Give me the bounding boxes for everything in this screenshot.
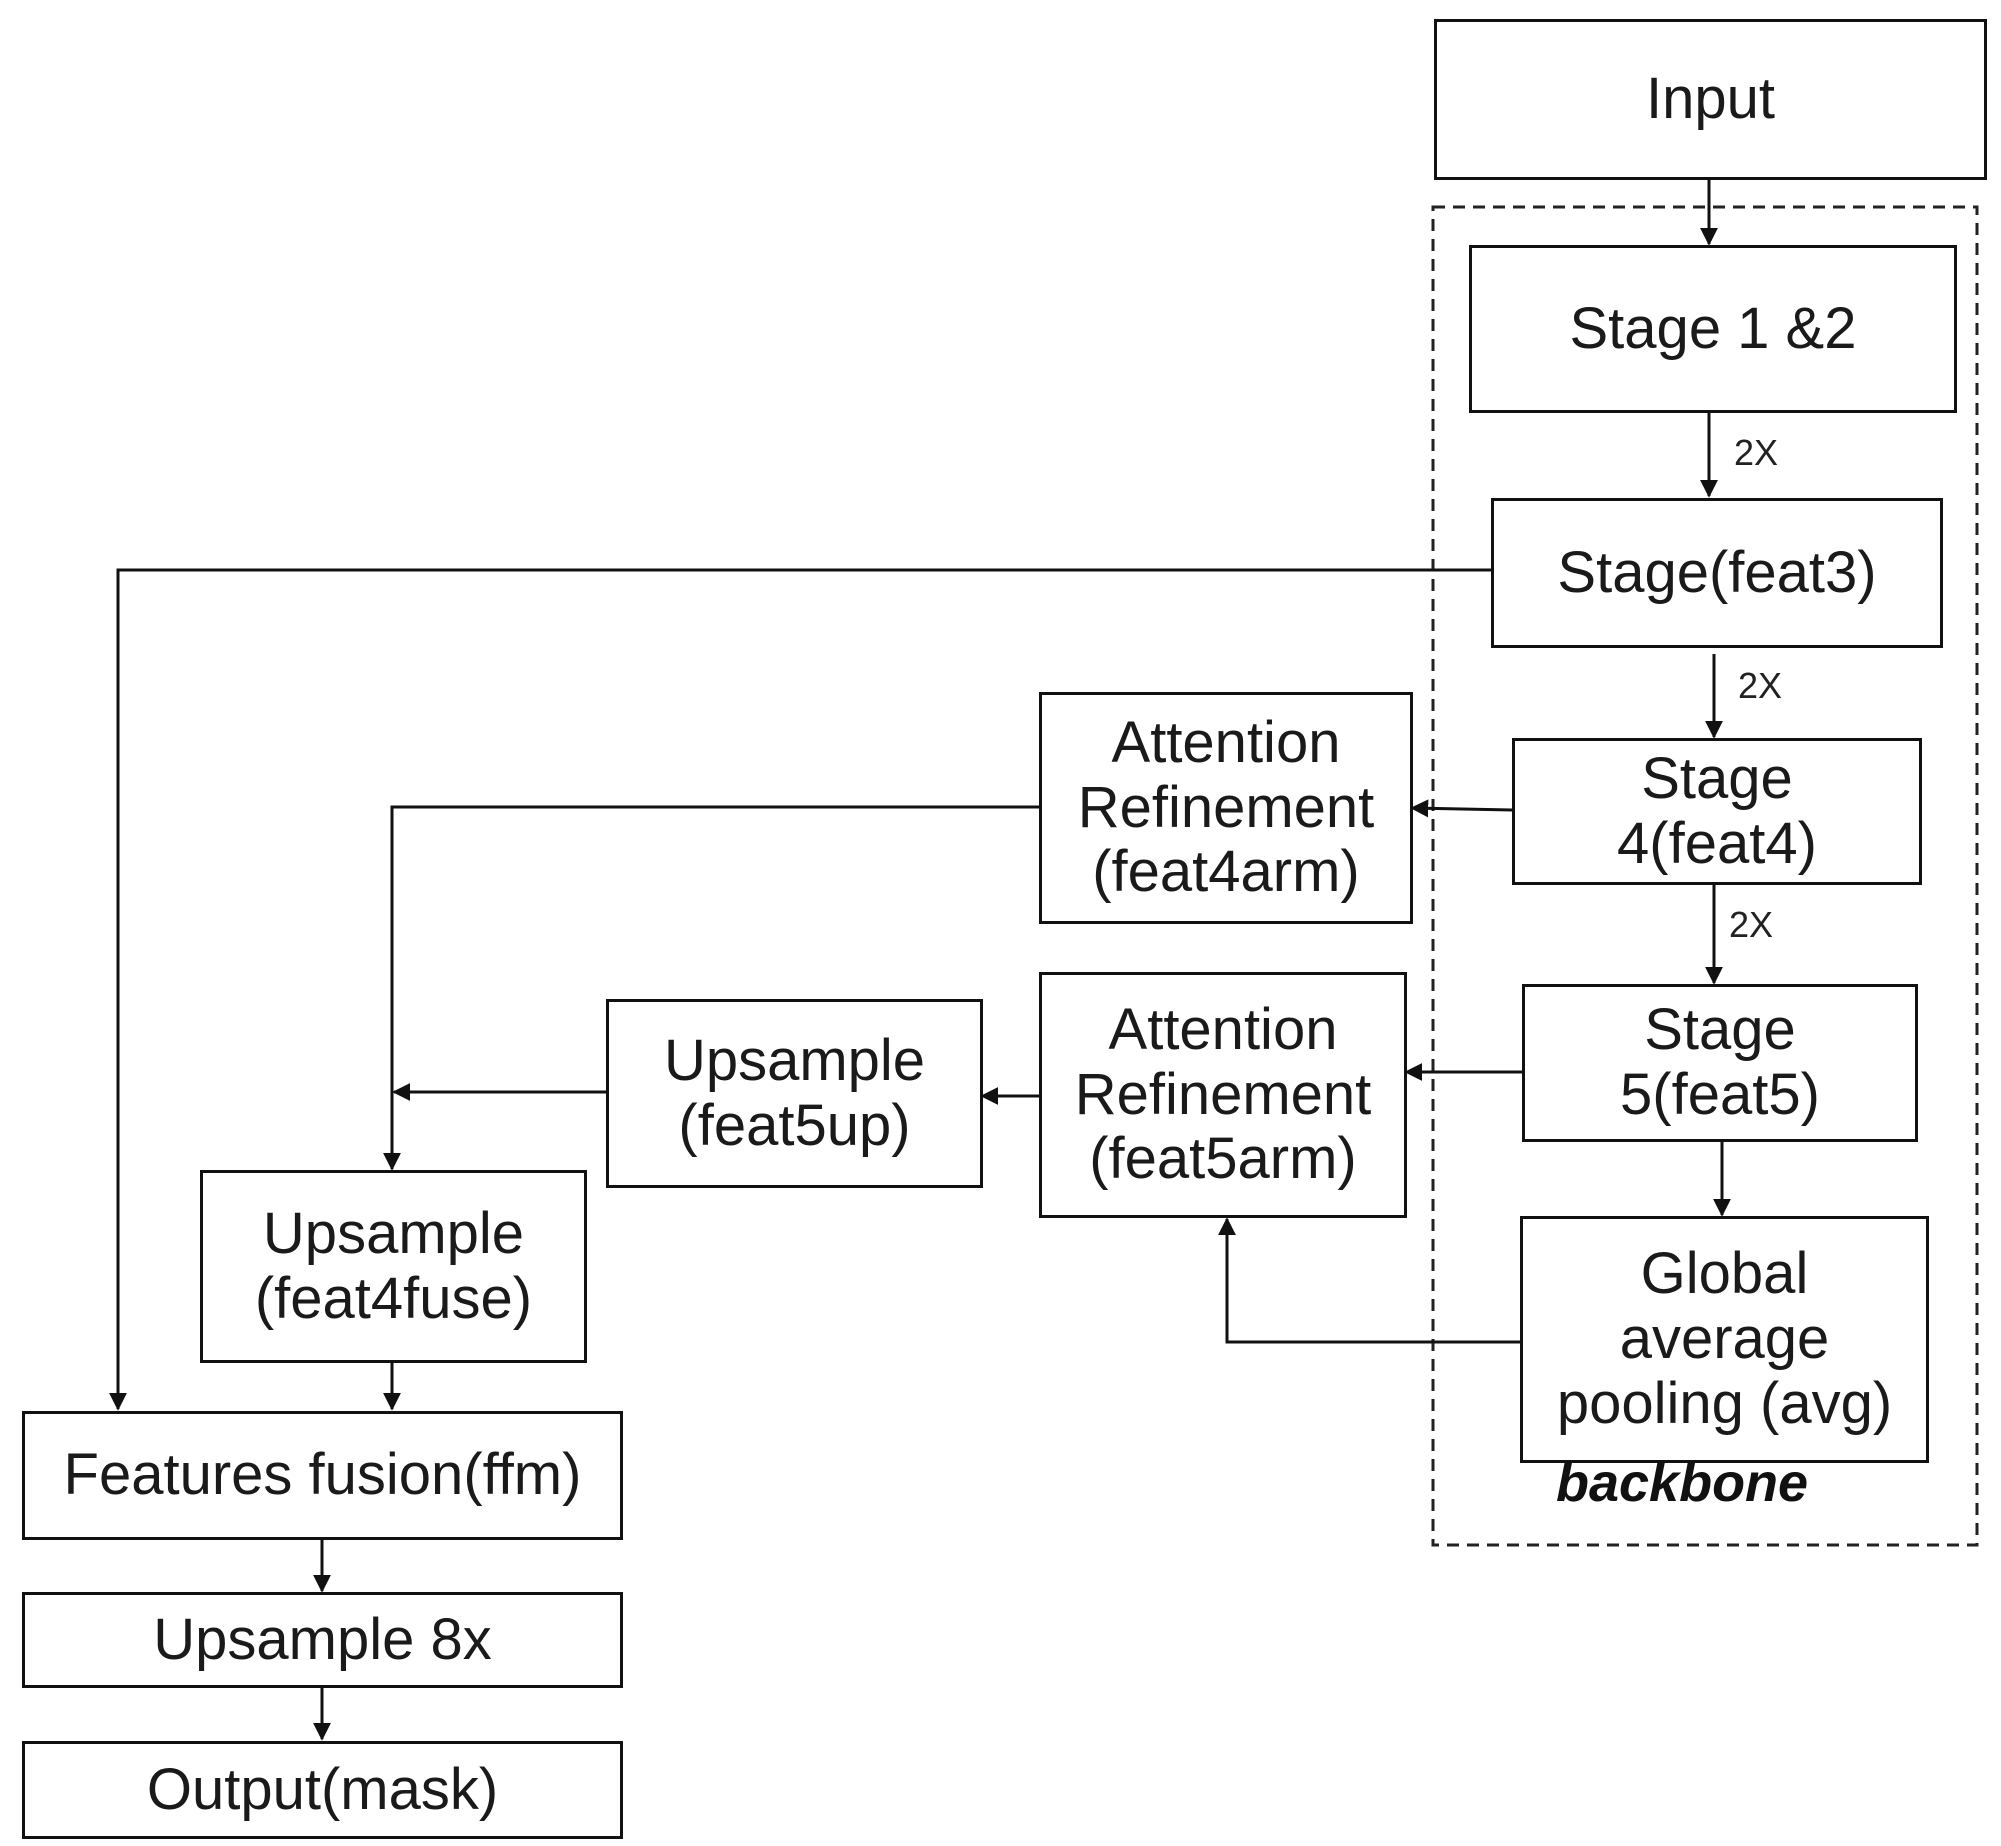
node-stage5-label: Stage 5(feat5) (1620, 997, 1820, 1127)
node-input: Input (1434, 19, 1987, 180)
node-upsample-feat4fuse: Upsample (feat4fuse) (200, 1170, 587, 1363)
edge-stage3-to-ffm (109, 568, 1491, 1411)
edge-arm4-to-up4 (383, 805, 1039, 1171)
node-global-average-pooling: Global average pooling (avg) (1520, 1216, 1929, 1463)
node-arm4-label: Attention Refinement (feat4arm) (1077, 709, 1375, 905)
backbone-group-border (1431, 205, 1979, 1547)
node-stage4-label: Stage 4(feat4) (1617, 745, 1817, 876)
node-ffm-label: Features fusion(ffm) (63, 1442, 582, 1508)
node-arm5: Attention Refinement (feat5arm) (1039, 972, 1407, 1218)
edge-label-2x-stage12: 2X (1734, 432, 1779, 473)
node-gap-label: Global average pooling (avg) (1556, 1241, 1893, 1436)
backbone-group-label: backbone (1556, 1453, 1809, 1513)
node-output: Output(mask) (22, 1741, 623, 1839)
edge-gap-to-arm5 (1218, 1217, 1520, 1344)
node-upsample-8x: Upsample 8x (22, 1592, 623, 1688)
edge-label-2x-stage4: 2X (1729, 904, 1774, 945)
node-stage5: Stage 5(feat5) (1522, 984, 1918, 1142)
node-stage12-label: Stage 1 &2 (1569, 295, 1857, 361)
node-features-fusion: Features fusion(ffm) (22, 1411, 623, 1540)
node-upsample-feat5up: Upsample (feat5up) (606, 999, 983, 1188)
node-arm4: Attention Refinement (feat4arm) (1039, 692, 1413, 924)
node-output-label: Output(mask) (146, 1756, 499, 1822)
edge-label-2x-stage3: 2X (1738, 665, 1783, 706)
node-arm5-label: Attention Refinement (feat5arm) (1074, 996, 1372, 1192)
node-stage4: Stage 4(feat4) (1512, 738, 1922, 885)
node-stage12: Stage 1 &2 (1469, 245, 1957, 413)
edge-stage4-to-arm4 (1410, 799, 1513, 818)
node-up4-label: Upsample (feat4fuse) (254, 1200, 533, 1331)
node-up8-label: Upsample 8x (153, 1606, 492, 1672)
node-stage3: Stage(feat3) (1491, 498, 1943, 648)
node-up5-label: Upsample (feat5up) (663, 1027, 926, 1158)
node-stage3-label: Stage(feat3) (1557, 539, 1877, 605)
node-input-label: Input (1646, 66, 1775, 132)
